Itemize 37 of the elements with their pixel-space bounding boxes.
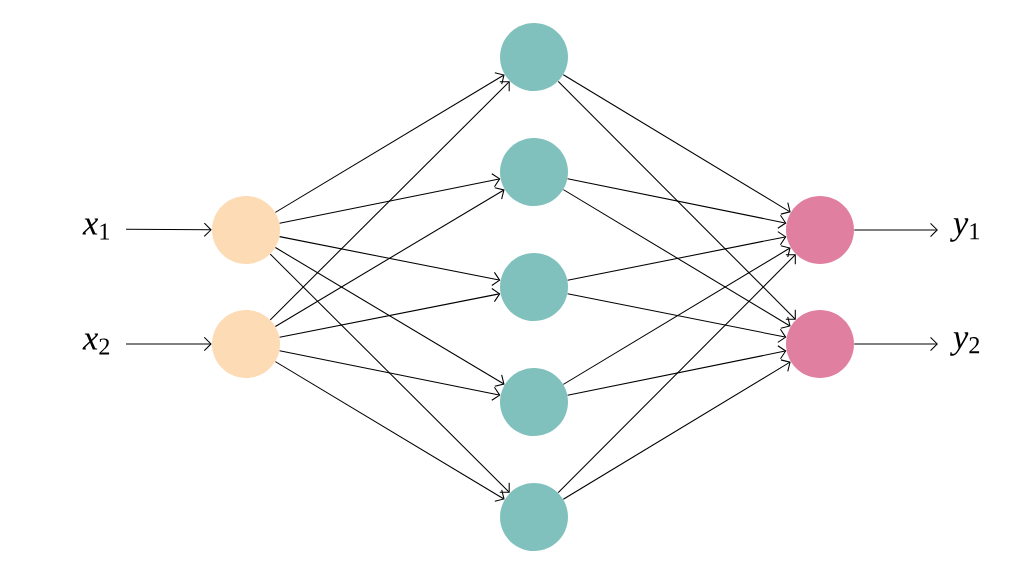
- variable-label: x$_{1}$: [82, 218, 109, 240]
- arrow: [562, 74, 791, 215]
- variable-label: y$_{1}$: [950, 218, 979, 242]
- input-neuron: [212, 310, 280, 378]
- arrow: [567, 345, 787, 396]
- arrow: [269, 253, 510, 493]
- arrow: [125, 336, 212, 352]
- arrow: [279, 236, 501, 286]
- hidden-neuron: [500, 368, 568, 436]
- arrow: [562, 245, 791, 385]
- arrow: [557, 80, 796, 320]
- output-neuron: [786, 310, 854, 378]
- arrow: [279, 173, 501, 224]
- hidden-neuron: [500, 23, 568, 91]
- arrow: [274, 361, 505, 502]
- input-neuron: [212, 196, 280, 264]
- hidden-neuron: [500, 138, 568, 206]
- arrow: [567, 231, 787, 281]
- hidden-neuron: [500, 483, 568, 551]
- arrow: [562, 189, 791, 329]
- arrow: [274, 187, 505, 327]
- arrow: [567, 178, 787, 229]
- variable-label: y$_{2}$: [950, 332, 980, 356]
- arrow: [562, 359, 791, 500]
- hidden-neuron: [500, 253, 568, 321]
- arrow: [567, 293, 787, 343]
- arrow: [269, 81, 510, 321]
- arrow: [274, 247, 505, 387]
- output-neuron: [786, 196, 854, 264]
- arrow: [853, 222, 938, 238]
- arrow: [274, 72, 505, 213]
- arrow: [125, 222, 212, 237]
- arrow: [853, 336, 938, 352]
- arrow: [557, 254, 796, 494]
- arrow: [279, 288, 501, 338]
- arrow: [279, 350, 501, 401]
- variable-label: x$_{2}$: [82, 333, 110, 355]
